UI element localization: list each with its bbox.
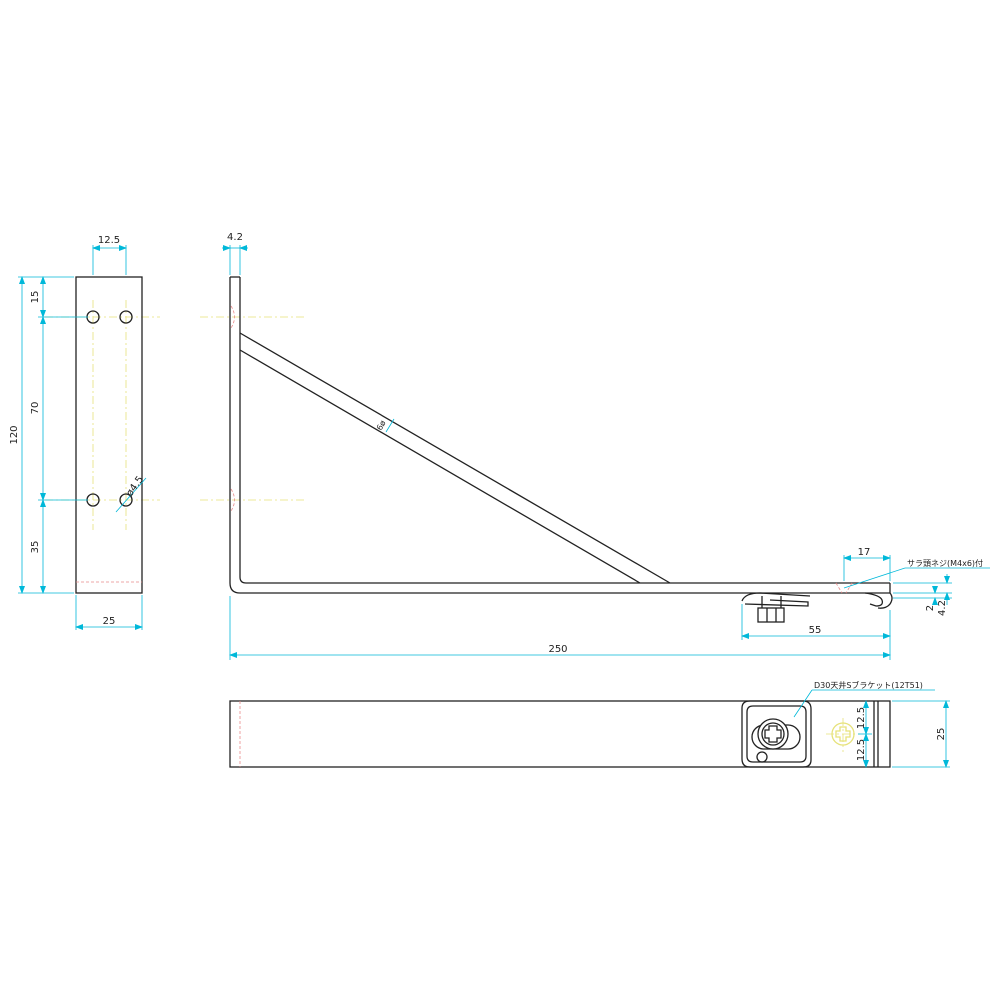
brace-rod-edge	[239, 332, 671, 584]
dim-hole-pitch-y-label: 70	[30, 402, 41, 415]
mounting-hole	[119, 310, 133, 324]
hidden-hole	[230, 488, 235, 512]
brace-rod-edge	[239, 349, 641, 584]
front-view: 25 12.5 120 15 70 35 ø4.5	[9, 235, 160, 630]
phillips-cross	[764, 725, 782, 743]
countersunk-screw-head	[831, 722, 855, 746]
hole-dia-leader	[115, 477, 147, 513]
rail-end-hook	[864, 592, 884, 607]
side-view: 6ø 4.2 250 55 17	[200, 232, 990, 660]
hex-nut	[757, 607, 785, 623]
dim-total-length-label: 250	[548, 644, 567, 655]
bracket-label-leader	[793, 689, 813, 718]
screw-label: サラ頭ネジ(M4x6)付	[907, 558, 983, 568]
mounting-hole	[119, 493, 133, 507]
bracket-outer-edge	[229, 277, 890, 594]
hidden-hole	[230, 305, 235, 329]
bracket-inner-edge	[239, 277, 890, 584]
dim-hole-pitch-x-label: 12.5	[98, 235, 120, 246]
s-bracket-plate	[741, 700, 812, 768]
dim-brace-dia-label: 6ø	[375, 419, 388, 432]
s-bracket-clip	[741, 592, 811, 602]
rail-outline	[229, 700, 891, 768]
dim-top-offset-label: 15	[30, 291, 41, 304]
screw-label-leader	[843, 567, 906, 589]
bracket-label: D30天井Sブラケット(12T51)	[814, 680, 923, 690]
dim-screw-offset-label: 17	[858, 547, 871, 558]
dim-width-label: 25	[103, 616, 116, 627]
plate-outline	[75, 276, 143, 594]
dim-step-label: 2	[925, 605, 936, 611]
dim-thickness-label: 4.2	[227, 232, 243, 243]
top-view: D30天井Sブラケット(12T51) 25 12.5 12.5	[229, 680, 950, 768]
dim-half-b-label: 12.5	[856, 739, 867, 761]
dim-hole-dia-label: ø4.5	[124, 474, 146, 498]
dim-top-width-label: 25	[936, 728, 947, 741]
dim-lip-label: 4.2	[937, 600, 948, 616]
dim-half-a-label: 12.5	[856, 707, 867, 729]
small-screw	[756, 751, 768, 763]
hidden-countersunk-screw	[835, 582, 853, 594]
dim-total-height-label: 120	[9, 425, 20, 444]
dim-bracket-length-label: 55	[809, 625, 822, 636]
dim-bottom-offset-label: 35	[30, 541, 41, 554]
phillips-cross	[835, 726, 851, 742]
